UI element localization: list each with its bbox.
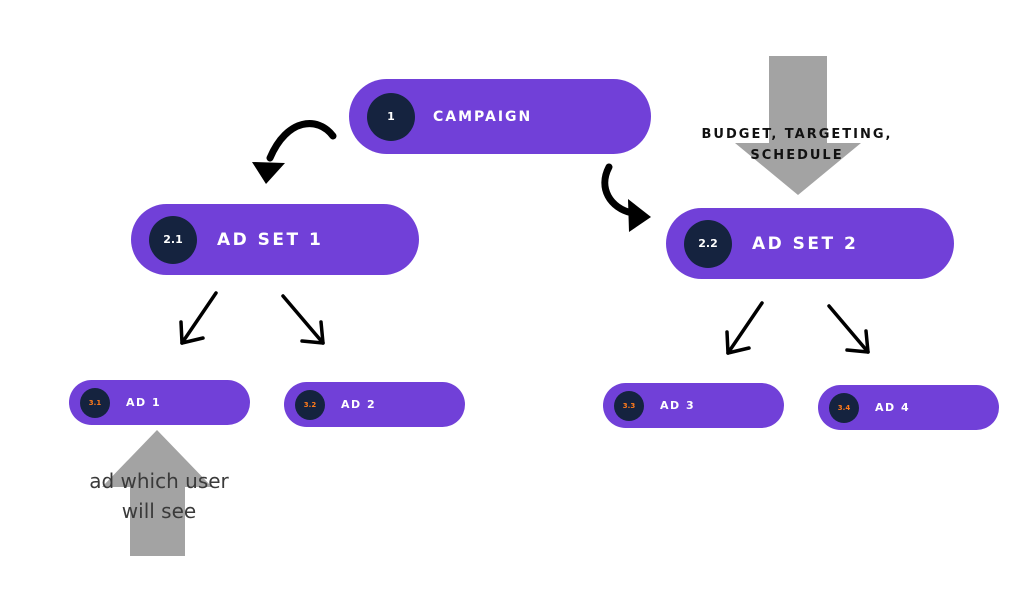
budget-block-arrow: [735, 56, 861, 195]
user-annotation: ad which user will see: [89, 469, 229, 523]
adset-1-number-badge: 2.1: [149, 215, 197, 264]
adset-2-label: AD SET 2: [752, 233, 859, 254]
ad-1-node: 3.1 AD 1: [69, 380, 250, 425]
ad-3-label: AD 3: [660, 399, 696, 412]
campaign-node: 1 CAMPAIGN: [349, 79, 651, 154]
arrow-adset2-ad4: [827, 304, 870, 354]
curved-arrow-head-adset2: [628, 199, 651, 232]
curved-arrow-to-adset2: [601, 163, 636, 217]
curved-arrow-to-adset1: [266, 120, 337, 162]
adset-1-label: AD SET 1: [217, 229, 324, 250]
ad-4-label: AD 4: [875, 401, 911, 414]
ad-4-node: 3.4 AD 4: [818, 385, 999, 430]
adset-1-node: 2.1 AD SET 1: [131, 204, 419, 275]
arrow-adset1-ad2: [281, 294, 325, 345]
campaign-label: CAMPAIGN: [433, 108, 533, 125]
ad-3-number-badge: 3.3: [614, 390, 644, 421]
user-block-arrow: [102, 430, 212, 556]
arrow-adset2-ad3: [725, 301, 764, 355]
ad-3-node: 3.3 AD 3: [603, 383, 784, 428]
ad-4-number-badge: 3.4: [829, 392, 859, 423]
adset-2-number-badge: 2.2: [684, 219, 732, 268]
campaign-number-badge: 1: [367, 92, 415, 141]
ad-2-node: 3.2 AD 2: [284, 382, 465, 427]
arrow-adset1-ad1: [179, 291, 218, 345]
curved-arrow-head-adset1: [252, 162, 285, 184]
ad-1-number-badge: 3.1: [80, 387, 110, 418]
ad-2-number-badge: 3.2: [295, 389, 325, 420]
ad-1-label: AD 1: [126, 396, 162, 409]
adset-2-node: 2.2 AD SET 2: [666, 208, 954, 279]
ad-2-label: AD 2: [341, 398, 377, 411]
budget-annotation: BUDGET, TARGETING, SCHEDULE: [701, 127, 893, 163]
